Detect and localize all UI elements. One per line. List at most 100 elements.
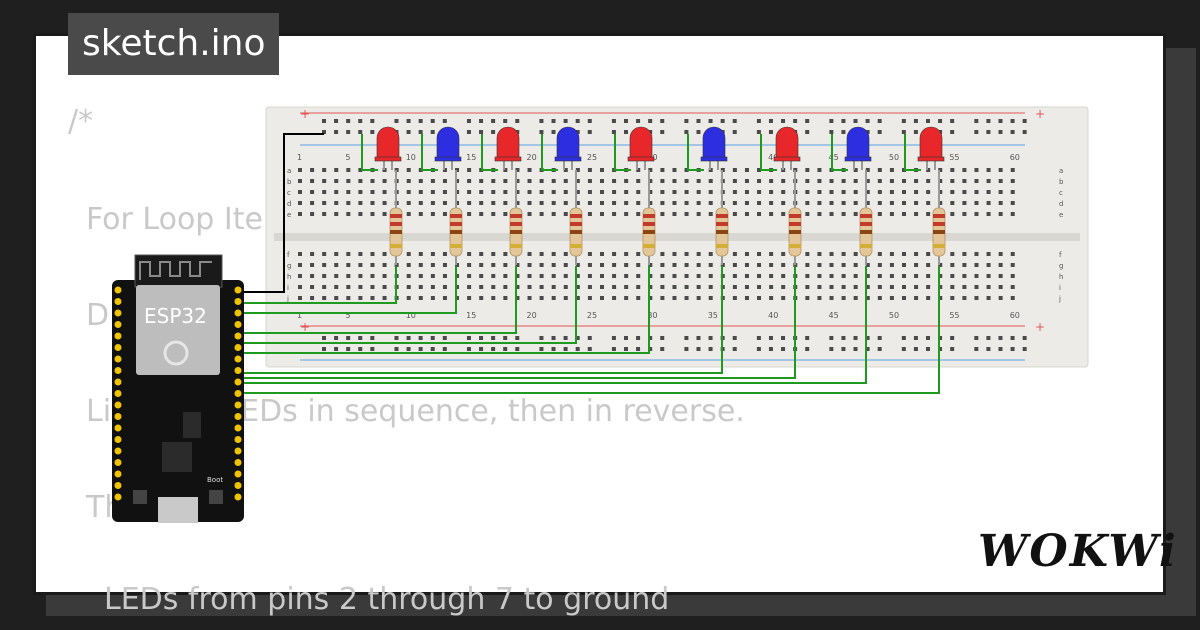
hole xyxy=(950,119,955,123)
hole xyxy=(684,263,689,267)
hole xyxy=(793,119,798,123)
usb-port[interactable] xyxy=(158,497,198,523)
hole xyxy=(781,119,786,123)
hole xyxy=(986,336,991,340)
hole xyxy=(962,179,967,183)
hole xyxy=(563,190,568,194)
hole xyxy=(358,347,363,351)
hole xyxy=(901,347,906,351)
hole xyxy=(382,274,387,278)
hole xyxy=(503,274,508,278)
hole xyxy=(430,130,435,134)
hole xyxy=(974,274,979,278)
hole xyxy=(841,212,846,216)
hole xyxy=(587,201,592,205)
hole xyxy=(575,347,580,351)
hole xyxy=(430,296,435,300)
row-letter: f xyxy=(1059,251,1062,259)
hole xyxy=(575,168,580,172)
pin xyxy=(114,344,122,351)
resistor-band xyxy=(570,214,582,218)
hole xyxy=(974,285,979,289)
hole xyxy=(648,168,653,172)
hole xyxy=(902,212,906,216)
resistor-band xyxy=(390,214,402,218)
pin xyxy=(234,459,242,466)
hole xyxy=(998,336,1003,340)
hole xyxy=(322,336,326,340)
hole xyxy=(672,212,677,216)
hole xyxy=(769,274,774,278)
hole xyxy=(696,263,701,267)
hole xyxy=(600,296,604,300)
resistor-band xyxy=(716,230,728,234)
hole xyxy=(829,201,834,205)
hole xyxy=(466,336,471,340)
hole xyxy=(913,347,918,351)
hole xyxy=(998,190,1003,194)
hole xyxy=(334,347,339,351)
hole xyxy=(515,336,520,340)
hole xyxy=(600,285,604,289)
hole xyxy=(877,263,882,267)
hole xyxy=(1010,179,1015,183)
hole xyxy=(298,190,302,194)
hole xyxy=(346,347,351,351)
hole xyxy=(926,347,930,351)
hole xyxy=(768,336,773,340)
hole xyxy=(612,190,617,194)
hole xyxy=(877,190,882,194)
hole xyxy=(563,263,568,267)
file-tab[interactable]: sketch.ino xyxy=(68,13,280,75)
hole xyxy=(769,263,774,267)
hole xyxy=(539,336,544,340)
hole xyxy=(696,201,701,205)
hole xyxy=(430,119,435,123)
hole xyxy=(805,263,810,267)
hole xyxy=(624,119,628,123)
hole xyxy=(877,201,882,205)
pin xyxy=(114,321,122,328)
hole xyxy=(757,179,762,183)
pin xyxy=(234,424,242,432)
hole xyxy=(914,201,919,205)
hole xyxy=(515,119,520,123)
hole xyxy=(829,336,834,340)
breadboard-holes xyxy=(298,119,1027,351)
hole xyxy=(563,296,568,300)
hole xyxy=(600,263,604,267)
led-base xyxy=(627,156,655,162)
hole xyxy=(672,190,677,194)
led-blue xyxy=(436,126,460,161)
hole xyxy=(769,190,774,194)
hole xyxy=(382,263,387,267)
row-letter: f xyxy=(287,251,290,259)
boot-button[interactable] xyxy=(209,490,223,504)
hole xyxy=(418,179,423,183)
resistor-band xyxy=(450,214,462,218)
hole xyxy=(672,274,677,278)
ground-wire xyxy=(904,134,921,171)
resistor-band xyxy=(510,230,522,234)
column-number: 20 xyxy=(527,311,537,320)
en-button[interactable] xyxy=(133,490,147,504)
hole xyxy=(539,190,544,194)
hole xyxy=(986,347,991,351)
row-letter: d xyxy=(1059,200,1063,208)
hole xyxy=(805,252,810,256)
hole xyxy=(479,119,484,123)
hole xyxy=(491,119,496,123)
led-base xyxy=(554,156,582,162)
hole xyxy=(684,296,689,300)
hole xyxy=(732,336,737,340)
hole xyxy=(757,168,762,172)
hole xyxy=(648,285,653,289)
hole xyxy=(696,347,701,351)
resistor-band xyxy=(860,230,872,234)
hole xyxy=(829,296,834,300)
hole xyxy=(962,252,967,256)
hole xyxy=(563,201,568,205)
hole xyxy=(781,190,786,194)
hole xyxy=(600,212,604,216)
hole xyxy=(902,285,906,289)
